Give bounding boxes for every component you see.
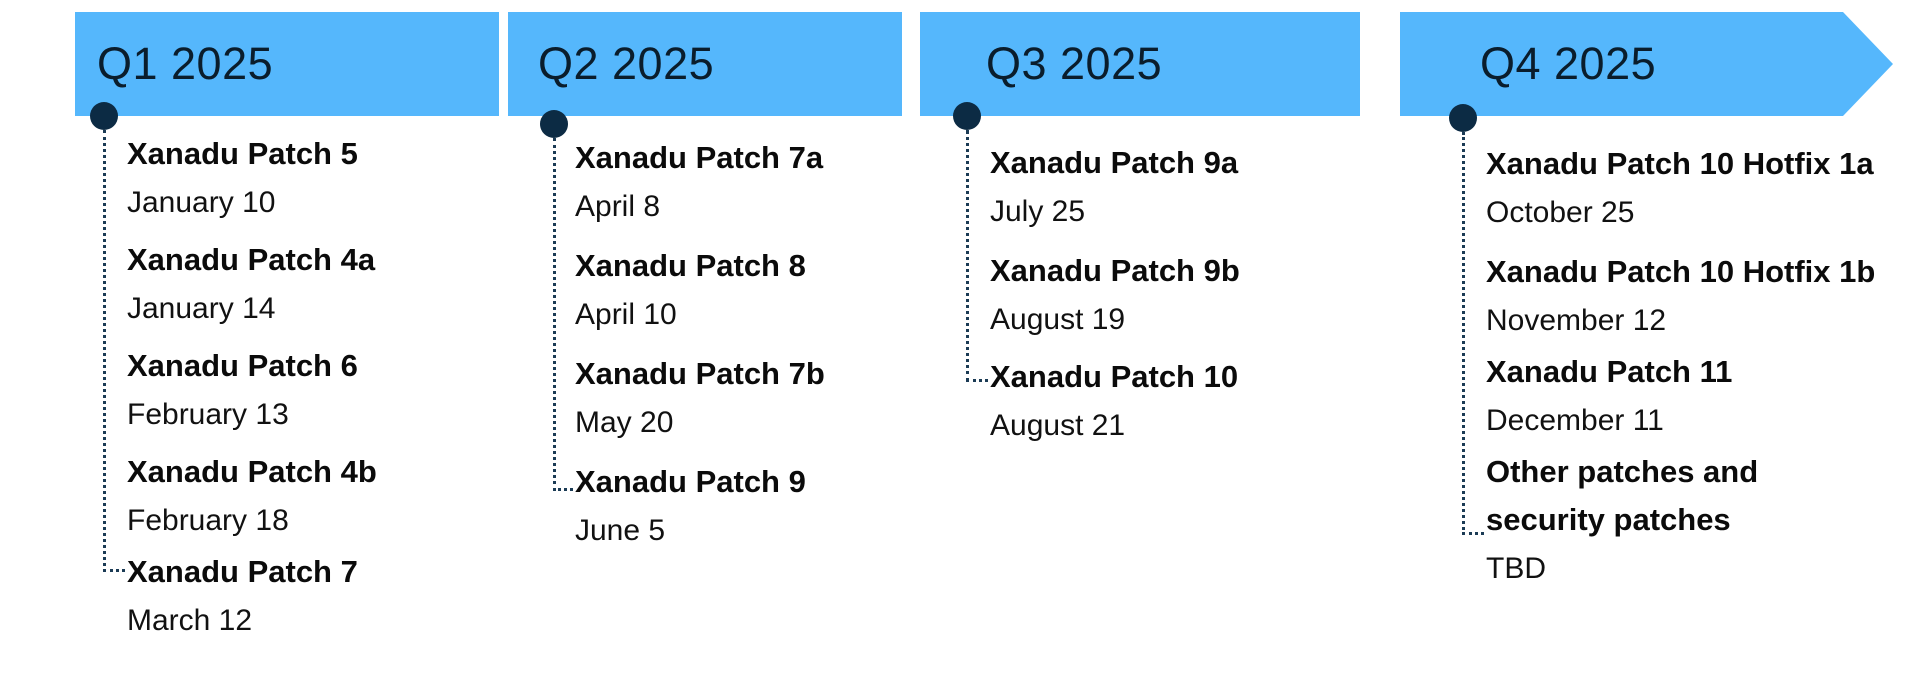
quarter-header-q1: Q1 2025 [75, 12, 499, 116]
release-date: October 25 [1486, 196, 1635, 229]
release-item: Xanadu Patch 9b August 19 [990, 247, 1240, 345]
release-date: January 10 [127, 186, 276, 219]
release-name: Xanadu Patch 9a [990, 145, 1239, 180]
release-date: April 8 [575, 190, 661, 223]
release-date: August 21 [990, 409, 1126, 442]
release-name: Xanadu Patch 4a [127, 242, 376, 277]
release-name: Xanadu Patch 5 [127, 136, 358, 171]
timeline-connector-q1 [103, 130, 125, 572]
release-item: Xanadu Patch 5 January 10 [127, 130, 358, 228]
release-date: December 11 [1486, 404, 1664, 437]
release-name-line1: Other patches and [1486, 454, 1759, 489]
release-item: Xanadu Patch 7a April 8 [575, 134, 823, 232]
release-date: June 5 [575, 514, 666, 547]
release-date: January 14 [127, 292, 276, 325]
release-item: Xanadu Patch 10 August 21 [990, 353, 1238, 451]
release-date: TBD [1486, 552, 1546, 585]
release-item: Xanadu Patch 7 March 12 [127, 548, 358, 646]
release-date: May 20 [575, 406, 674, 439]
timeline-marker-q2 [540, 110, 568, 138]
quarter-q1: Q1 2025 Xanadu Patch 5 January 10 Xanadu… [0, 0, 500, 684]
release-name-line2: security patches [1486, 502, 1731, 537]
timeline-connector-q4 [1462, 132, 1484, 535]
quarter-title-q3: Q3 2025 [986, 38, 1163, 89]
release-name: Xanadu Patch 11 [1486, 354, 1733, 389]
release-date: November 12 [1486, 304, 1667, 337]
release-name: Xanadu Patch 7a [575, 140, 824, 175]
quarter-q2: Q2 2025 Xanadu Patch 7a April 8 Xanadu P… [500, 0, 920, 684]
release-name: Xanadu Patch 9 [575, 464, 806, 499]
quarter-title-q1: Q1 2025 [97, 38, 274, 89]
release-date: July 25 [990, 195, 1086, 228]
release-item: Xanadu Patch 9 June 5 [575, 458, 806, 556]
release-item: Other patches and security patches TBD [1486, 448, 1758, 594]
release-date: April 10 [575, 298, 677, 331]
release-date: February 18 [127, 504, 289, 537]
release-item: Xanadu Patch 10 Hotfix 1b November 12 [1486, 248, 1875, 346]
timeline-marker-q4 [1449, 104, 1477, 132]
timeline-connector-q3 [966, 130, 988, 382]
release-item: Xanadu Patch 4a January 14 [127, 236, 375, 334]
release-item: Xanadu Patch 10 Hotfix 1a October 25 [1486, 140, 1874, 238]
release-name: Xanadu Patch 10 Hotfix 1a [1486, 146, 1874, 181]
release-date: August 19 [990, 303, 1126, 336]
release-item: Xanadu Patch 11 December 11 [1486, 348, 1732, 446]
release-name: Xanadu Patch 7 [127, 554, 358, 589]
quarter-header-q3: Q3 2025 [920, 12, 1360, 116]
timeline-marker-q3 [953, 102, 981, 130]
quarter-title-q4: Q4 2025 [1480, 38, 1657, 89]
release-item: Xanadu Patch 6 February 13 [127, 342, 358, 440]
quarter-header-q4: Q4 2025 [1400, 12, 1893, 116]
quarter-q3: Q3 2025 Xanadu Patch 9a July 25 Xanadu P… [920, 0, 1400, 684]
quarter-q4: Q4 2025 Xanadu Patch 10 Hotfix 1a Octobe… [1400, 0, 1923, 684]
release-name: Xanadu Patch 4b [127, 454, 377, 489]
release-item: Xanadu Patch 9a July 25 [990, 139, 1238, 237]
release-item: Xanadu Patch 4b February 18 [127, 448, 377, 546]
release-date: February 13 [127, 398, 289, 431]
release-name: Xanadu Patch 6 [127, 348, 358, 383]
release-name: Xanadu Patch 10 [990, 359, 1239, 394]
timeline-connector-q2 [553, 138, 573, 491]
release-name: Xanadu Patch 9b [990, 253, 1240, 288]
release-name: Xanadu Patch 10 Hotfix 1b [1486, 254, 1876, 289]
quarter-title-q2: Q2 2025 [538, 38, 715, 89]
timeline-marker-q1 [90, 102, 118, 130]
release-name: Xanadu Patch 8 [575, 248, 806, 283]
release-date: March 12 [127, 604, 253, 637]
release-item: Xanadu Patch 7b May 20 [575, 350, 825, 448]
release-name: Xanadu Patch 7b [575, 356, 825, 391]
release-item: Xanadu Patch 8 April 10 [575, 242, 806, 340]
quarter-header-q2: Q2 2025 [508, 12, 902, 116]
